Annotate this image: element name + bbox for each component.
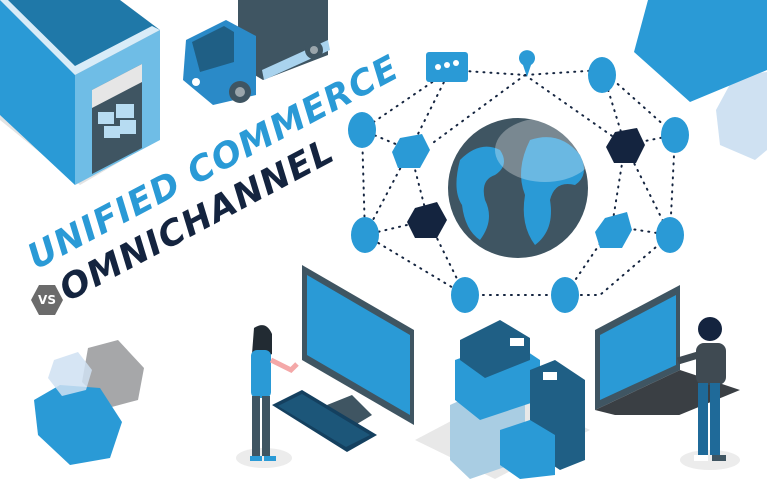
truck-icon (183, 0, 330, 105)
decorative-hexagons-top-right (620, 0, 767, 160)
vs-label: VS (38, 293, 56, 307)
vs-badge: VS (30, 283, 64, 317)
person-icon (676, 317, 740, 470)
delivery-truck-illustration (178, 0, 333, 110)
chat-icon (426, 52, 468, 82)
desktop-monitor-illustration (272, 265, 422, 465)
monitor-icon (302, 265, 414, 430)
network-graph (348, 50, 689, 313)
woman-shopper-illustration (236, 320, 306, 470)
decorative-hexagons-bottom-left (30, 330, 150, 470)
map-pin-icon (519, 50, 535, 77)
keyboard-illustration (272, 390, 382, 460)
boxes-icon (415, 320, 590, 479)
package-stack-illustration (415, 320, 590, 479)
globe-icon (448, 118, 595, 258)
warehouse-icon (0, 0, 160, 185)
warehouse-illustration (0, 0, 170, 195)
person-icon (236, 325, 299, 468)
man-shopper-illustration (670, 315, 750, 475)
globe-network-illustration (340, 50, 700, 320)
keyboard-icon (272, 390, 377, 452)
